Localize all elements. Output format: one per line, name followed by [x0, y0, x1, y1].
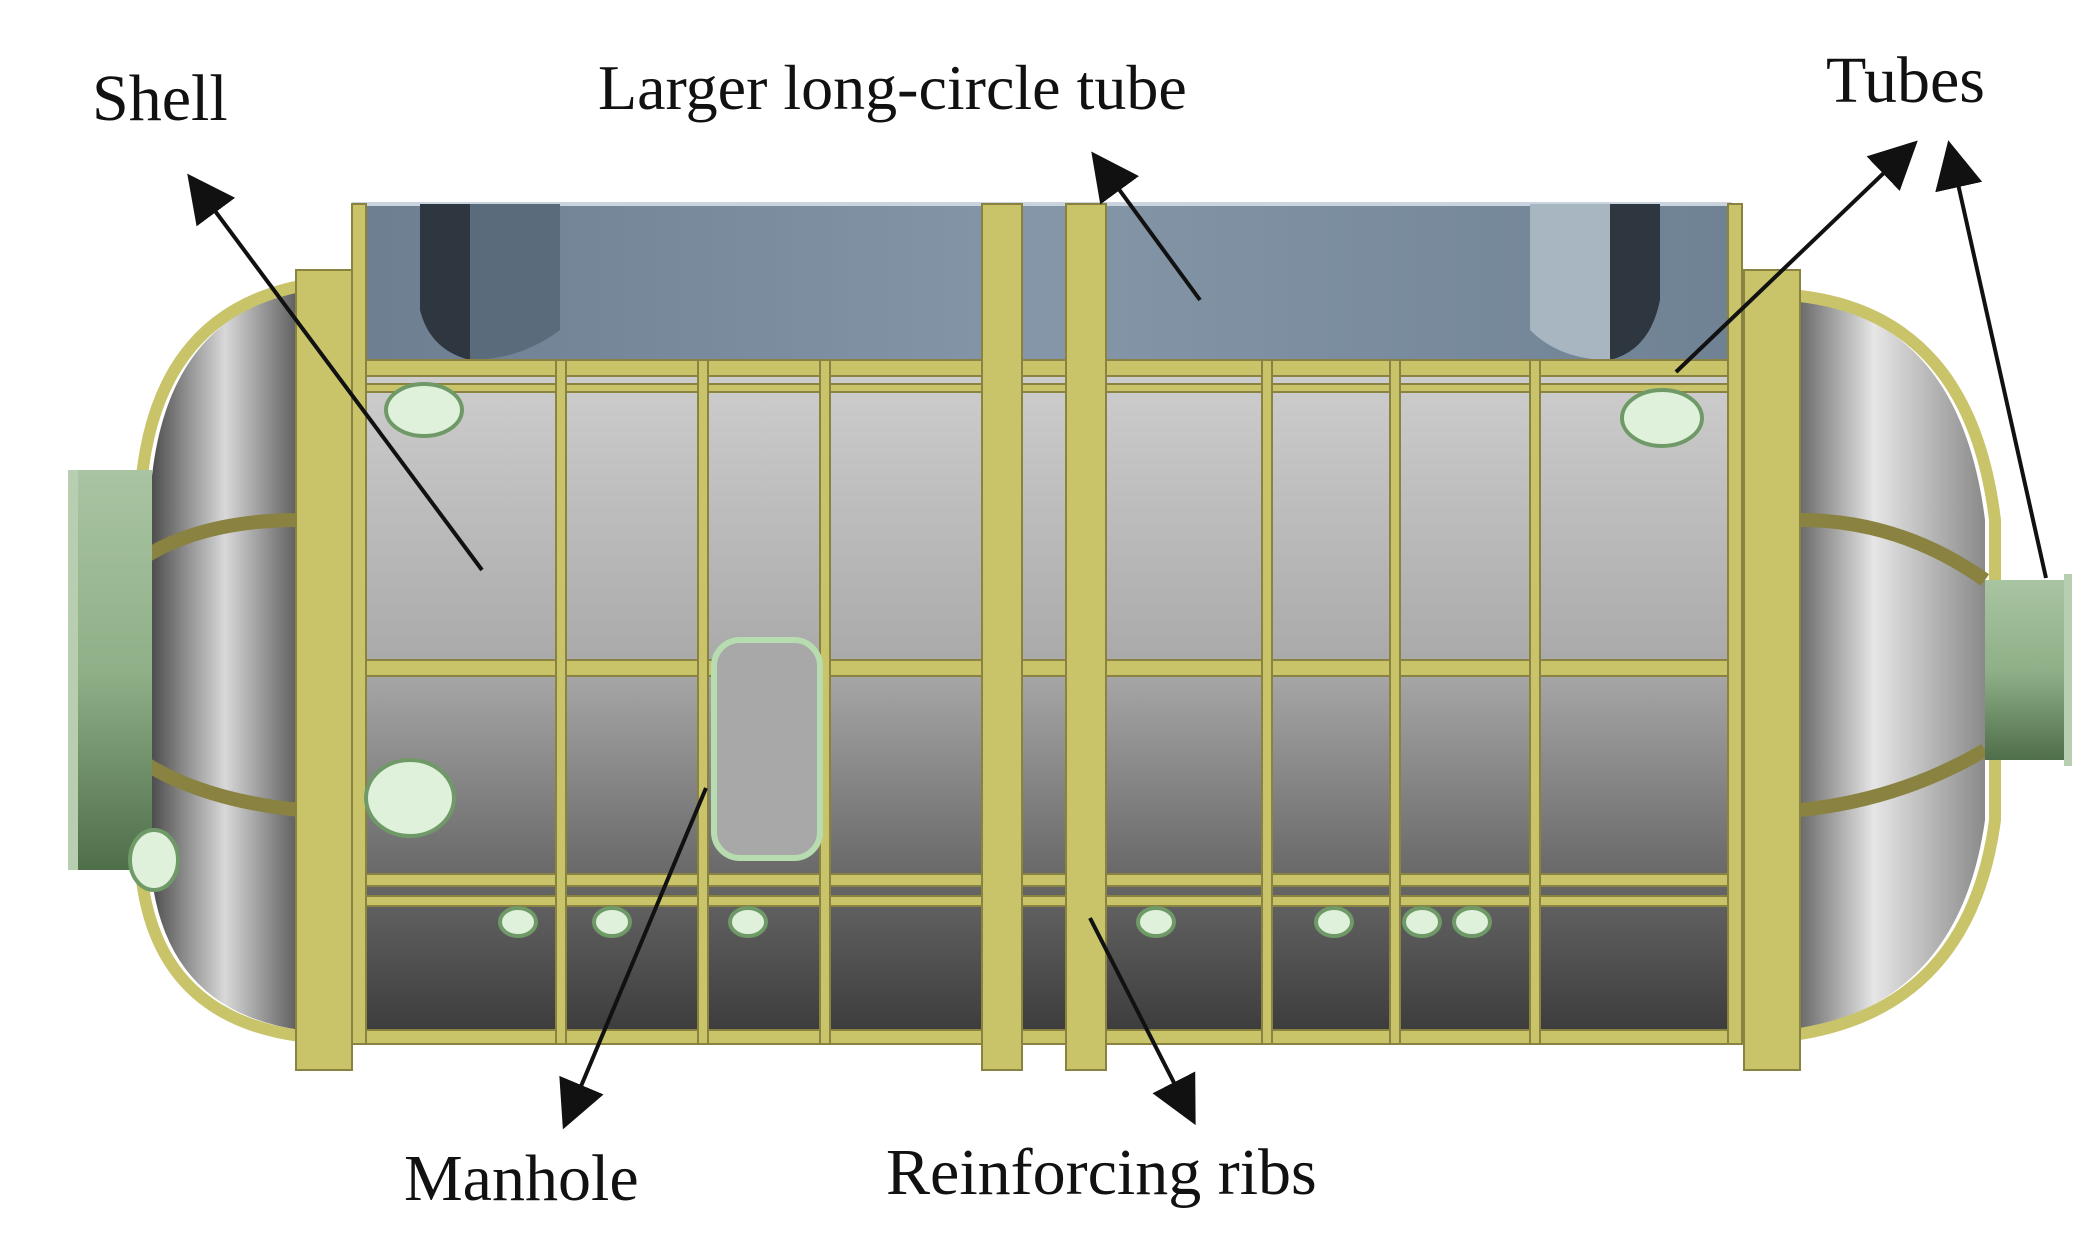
- larger-long-circle-tube-label: Larger long-circle tube: [598, 52, 1187, 123]
- larger-tube-arrow: [1091, 151, 1202, 302]
- manhole-label: Manhole: [404, 1142, 639, 1215]
- tubes-arrow-left: [1674, 140, 1918, 374]
- shell-body: [300, 360, 1800, 1040]
- manhole: [711, 637, 823, 861]
- manhole-arrow: [559, 787, 708, 1130]
- shell-label: Shell: [92, 62, 228, 135]
- tubes-arrow-right: [1935, 140, 2048, 579]
- larger-long-circle-tube: [352, 202, 1732, 374]
- shell-arrow: [187, 173, 484, 572]
- reinforcing-ribs-label: Reinforcing ribs: [886, 1136, 1317, 1209]
- right-head: [1799, 290, 2072, 1040]
- left-head: [68, 280, 302, 1042]
- tubes-label: Tubes: [1826, 44, 1985, 117]
- tube-nozzles: [128, 382, 1704, 938]
- reinforcing-ribs: [295, 203, 1801, 1071]
- pointer-arrows: [187, 140, 2048, 1130]
- reinforcing-ribs-arrow: [1088, 917, 1196, 1126]
